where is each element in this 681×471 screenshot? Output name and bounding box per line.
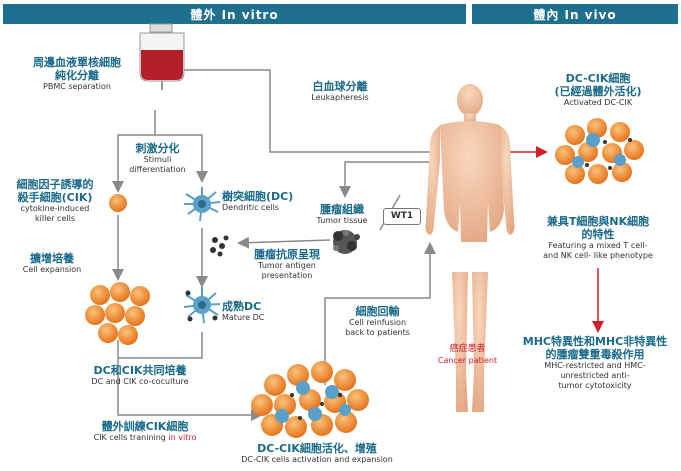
- label-pbmc: 周邊血液單核細胞 純化分離 PBMC separation: [18, 56, 136, 92]
- label-pbmc-zh: 周邊血液單核細胞 純化分離: [33, 56, 121, 82]
- label-phenotype-en: Featuring a mixed T cell- and NK cell- l…: [543, 241, 653, 260]
- label-cik: 細胞因子誘導的 殺手細胞(CIK) cytokine-induced kille…: [5, 178, 105, 224]
- label-leukapheresis: 白血球分離 Leukapheresis: [285, 80, 395, 103]
- label-coculture-en: DC and CIK co-coculture: [91, 377, 189, 386]
- label-stimuli: 刺激分化 Stimuli differentiation: [115, 142, 200, 175]
- flow-arrows: [112, 64, 436, 421]
- header-in-vivo: 體內 In vivo: [472, 4, 678, 24]
- label-stimuli-zh: 刺激分化: [135, 142, 180, 155]
- blood-bag-icon: [139, 23, 185, 90]
- label-activated-en: Activated DC-CIK: [563, 98, 633, 107]
- label-cancer-patient-en: Cancer patient: [437, 356, 498, 365]
- label-activation-zh: DC-CIK細胞活化、增殖: [257, 442, 377, 455]
- arrow-training: [117, 340, 263, 421]
- label-activated: DC-CIK細胞 (已經過體外活化) Activated DC-CIK: [548, 72, 648, 108]
- label-mature-dc: 成熟DC Mature DC: [222, 300, 282, 323]
- label-antigen-en: Tumor antigen presentation: [258, 261, 316, 280]
- arrow-to-tumor: [339, 161, 430, 198]
- label-dc: 樹突細胞(DC) Dendritic cells: [222, 190, 307, 213]
- label-reinfusion-en: Cell reinfusion back to patients: [345, 318, 410, 337]
- arrow-to-cik: [112, 110, 156, 193]
- label-pbmc-en: PBMC separation: [43, 82, 111, 91]
- cik-cell-icon: [109, 194, 127, 212]
- arrow-reinfusion: [324, 242, 436, 385]
- label-expansion: 擴增培養 Cell expansion: [12, 252, 92, 275]
- label-mature-dc-zh: 成熟DC: [222, 300, 262, 313]
- label-stimuli-en: Stimuli differentiation: [129, 155, 186, 174]
- label-phenotype-zh: 兼具T細胞與NK細胞 的特性: [546, 215, 650, 241]
- label-coculture-zh: DC和CIK共同培養: [93, 364, 187, 377]
- label-activation: DC-CIK細胞活化、增殖 DC-CIK cells activation an…: [222, 442, 412, 465]
- label-cancer-patient: 癌症患者 Cancer patient: [430, 343, 505, 366]
- label-training-en-red: in vitro: [168, 433, 197, 442]
- header-in-vitro: 體外 In vitro: [3, 4, 466, 24]
- label-antigen-zh: 腫瘤抗原呈現: [254, 248, 320, 261]
- label-reinfusion: 細胞回輸 Cell reinfusion back to patients: [335, 305, 420, 338]
- label-training-en: CIK cells tranining in vitro: [75, 433, 215, 443]
- label-reinfusion-zh: 細胞回輸: [355, 305, 400, 318]
- dendritic-cell-icon: [184, 187, 221, 222]
- label-mhc-en: MHC-restricted and HMC- unrestricted ant…: [544, 361, 646, 390]
- label-training-zh: 體外訓練CIK細胞: [101, 420, 189, 433]
- label-mature-dc-en: Mature DC: [222, 313, 265, 322]
- label-dc-zh: 樹突細胞(DC): [222, 190, 294, 203]
- dc-cik-cluster-top-icon: [555, 118, 644, 184]
- label-expansion-en: Cell expansion: [22, 265, 82, 274]
- tumor-tissue-icon: [333, 230, 360, 254]
- label-dc-en: Dendritic cells: [222, 203, 279, 212]
- label-training: 體外訓練CIK細胞 CIK cells tranining in vitro: [75, 420, 215, 443]
- label-leukapheresis-zh: 白血球分離: [312, 80, 368, 93]
- label-cancer-patient-zh: 癌症患者: [449, 344, 486, 354]
- label-activation-en: DC-CIK cells activation and expansion: [241, 455, 393, 464]
- dc-cik-cluster-bottom-icon: [251, 361, 369, 438]
- mature-dc-icon: [183, 287, 221, 324]
- label-cik-en: cytokine-induced killer cells: [20, 204, 90, 223]
- label-training-en-main: CIK cells tranining: [93, 433, 169, 442]
- label-phenotype: 兼具T細胞與NK細胞 的特性 Featuring a mixed T cell-…: [528, 215, 668, 261]
- label-antigen: 腫瘤抗原呈現 Tumor antigen presentation: [232, 248, 342, 281]
- label-coculture: DC和CIK共同培養 DC and CIK co-coculture: [70, 364, 210, 387]
- arrow-leukapheresis: [167, 64, 435, 153]
- label-mhc: MHC特異性和MHC非特異性 的腫瘤雙重毒殺作用 MHC-restricted …: [512, 335, 678, 391]
- label-tumor-tissue-en: Tumor tissue: [316, 216, 368, 225]
- human-figure-icon: [425, 84, 515, 412]
- label-tumor-tissue: 腫瘤組織 Tumor tissue: [307, 203, 377, 226]
- label-activated-zh: DC-CIK細胞 (已經過體外活化): [554, 72, 642, 98]
- label-leukapheresis-en: Leukapheresis: [311, 93, 369, 102]
- label-mhc-zh: MHC特異性和MHC非特異性 的腫瘤雙重毒殺作用: [522, 335, 668, 361]
- label-tumor-tissue-zh: 腫瘤組織: [320, 203, 364, 216]
- expansion-cluster-icon: [85, 282, 150, 345]
- wt1-badge: WT1: [383, 208, 421, 225]
- arrow-antigen: [237, 236, 331, 249]
- label-cik-zh: 細胞因子誘導的 殺手細胞(CIK): [16, 178, 94, 204]
- arrow-dc-to-coculture: [118, 332, 203, 359]
- arrow-to-dc: [155, 134, 208, 183]
- antigen-dots-icon: [210, 235, 229, 257]
- label-expansion-zh: 擴增培養: [30, 252, 74, 265]
